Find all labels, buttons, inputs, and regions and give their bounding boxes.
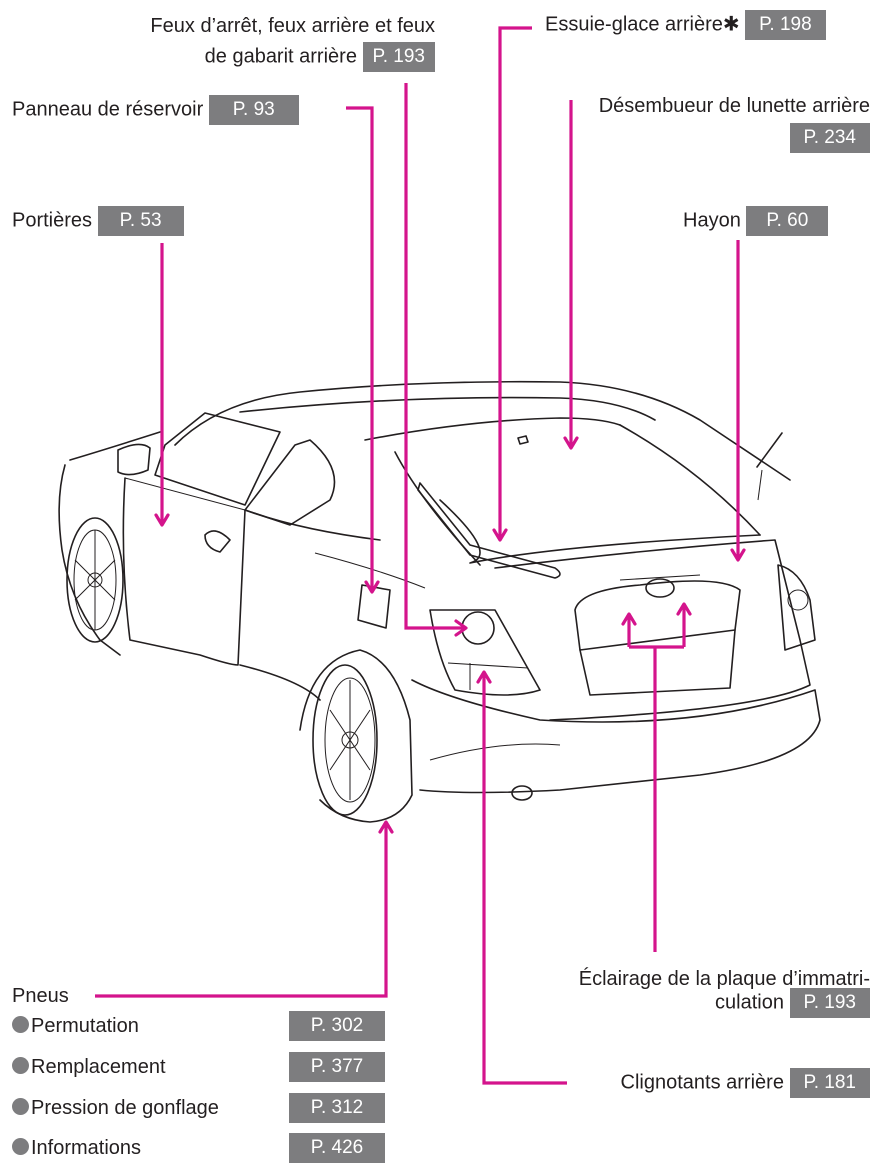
tires-title: Pneus [12, 985, 69, 1007]
rear-defogger-badge-wrap: P. 234 [789, 123, 870, 153]
callout-stop-lights-line2: de gabarit arrière P. 193 [205, 42, 435, 72]
page-ref-turn-signals[interactable]: P. 181 [789, 1068, 870, 1098]
bullet-icon [12, 1057, 29, 1074]
tire-item-label: Pression de gonflage [31, 1097, 219, 1119]
page-ref-tire-information[interactable]: P. 426 [289, 1133, 385, 1163]
arrowhead-fuel-door [364, 580, 380, 594]
page-ref-back-door[interactable]: P. 60 [746, 206, 829, 236]
license-light-label-line2: culation [715, 991, 784, 1014]
page-ref-doors[interactable]: P. 53 [97, 206, 184, 236]
leader-rear-wiper [498, 26, 532, 540]
arrowhead-stop-lights [454, 619, 468, 637]
fuel-door-label: Panneau de réservoir [12, 98, 204, 121]
leader-lines [95, 26, 746, 1085]
arrowhead-turn-signals [476, 670, 492, 684]
tire-item-label: Remplacement [31, 1056, 166, 1078]
page-ref-fuel-door[interactable]: P. 93 [208, 95, 299, 125]
callout-turn-signals: Clignotants arrière P. 181 [621, 1068, 870, 1098]
callout-license-light-line2: culation P. 193 [715, 988, 870, 1018]
arrowhead-rear-defogger [563, 436, 579, 450]
car-illustration [58, 380, 821, 823]
leader-tires [95, 822, 388, 998]
back-door-label: Hayon [683, 209, 741, 232]
bullet-icon [12, 1016, 29, 1033]
callout-stop-lights: Feux d’arrêt, feux arrière et feux [150, 14, 435, 38]
page-ref-tire-permutation[interactable]: P. 302 [289, 1011, 385, 1041]
arrowhead-doors [154, 513, 170, 527]
tire-item-label: Informations [31, 1137, 142, 1159]
arrowhead-license-right [676, 602, 692, 616]
page-ref-license-light[interactable]: P. 193 [789, 988, 870, 1018]
tire-item-information: Informations P. 426 [12, 1133, 385, 1163]
arrowhead-tires [378, 820, 394, 834]
leader-fuel-door [346, 106, 374, 592]
callout-fuel-door: Panneau de réservoir P. 93 [12, 95, 299, 125]
callout-back-door: Hayon P. 60 [683, 206, 829, 236]
arrowhead-license-left [621, 612, 637, 626]
bullet-icon [12, 1138, 29, 1155]
callout-doors: Portières P. 53 [12, 206, 184, 236]
bullet-icon [12, 1098, 29, 1115]
rear-defogger-label: Désembueur de lunette arrière [598, 95, 870, 117]
page-ref-rear-wiper[interactable]: P. 198 [745, 10, 826, 40]
page-ref-tire-inflation-pressure[interactable]: P. 312 [289, 1093, 385, 1123]
tire-item-replacement: Remplacement P. 377 [12, 1052, 385, 1082]
callout-license-light: Éclairage de la plaque d’immatri- [579, 967, 870, 991]
page-ref-stop-lights[interactable]: P. 193 [362, 42, 435, 72]
page-ref-tire-replacement[interactable]: P. 377 [289, 1052, 385, 1082]
turn-signals-label: Clignotants arrière [620, 1071, 784, 1094]
callout-rear-defogger: Désembueur de lunette arrière [599, 94, 870, 118]
stop-lights-label-line1: Feux d’arrêt, feux arrière et feux [150, 15, 435, 37]
callout-rear-wiper: Essuie-glace arrière✱ P. 198 [545, 10, 826, 40]
stop-lights-label-line2: de gabarit arrière [204, 45, 357, 68]
leader-turn-signals [482, 672, 567, 1085]
tire-item-label: Permutation [31, 1015, 139, 1037]
arrowhead-back-door [730, 548, 746, 562]
tire-item-inflation-pressure: Pression de gonflage P. 312 [12, 1093, 385, 1123]
tire-item-permutation: Permutation P. 302 [12, 1011, 385, 1041]
license-light-label-line1: Éclairage de la plaque d’immatri- [578, 968, 870, 990]
rear-wiper-label: Essuie-glace arrière✱ [545, 13, 740, 36]
doors-label: Portières [12, 209, 93, 232]
arrowhead-rear-wiper [492, 528, 508, 542]
leader-stop-lights [404, 83, 466, 630]
page-ref-rear-defogger[interactable]: P. 234 [789, 123, 870, 153]
